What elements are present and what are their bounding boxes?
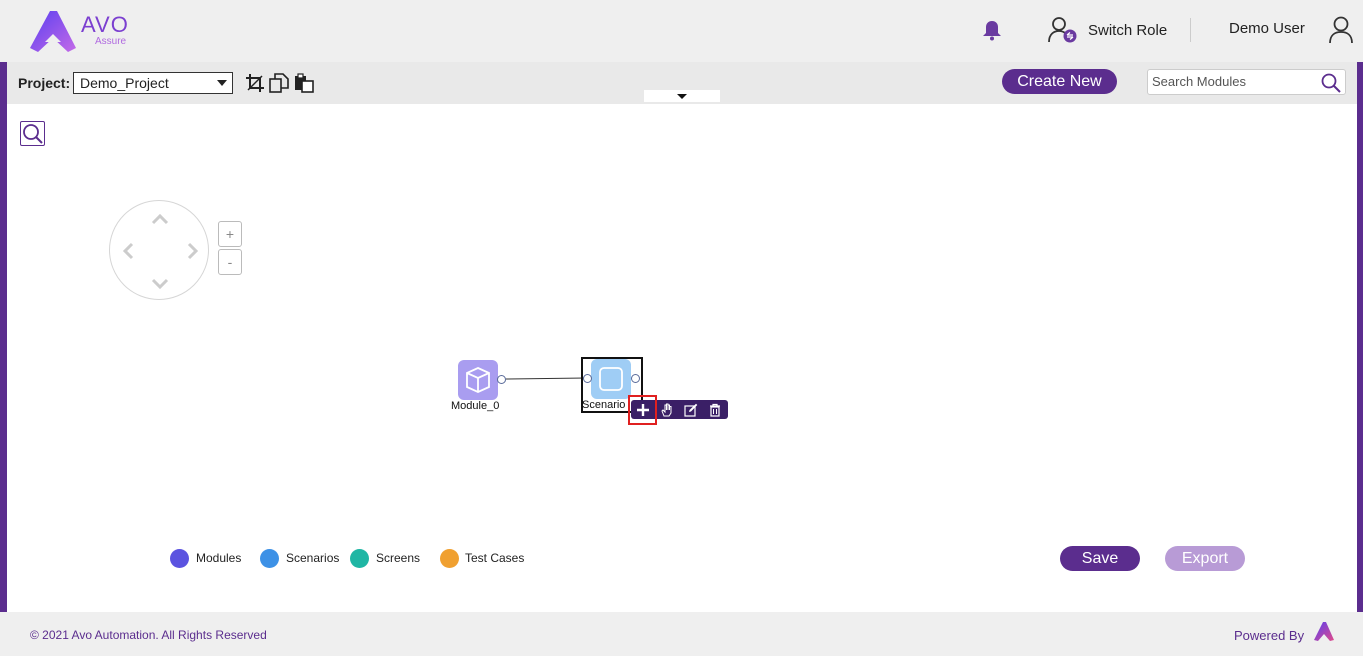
module-link-handle[interactable]: [497, 375, 506, 384]
create-new-button[interactable]: Create New: [1002, 69, 1117, 94]
switch-role-label: Switch Role: [1088, 21, 1168, 39]
zoom-in-button[interactable]: +: [218, 221, 242, 247]
copyright-text: © 2021 Avo Automation. All Rights Reserv…: [30, 628, 267, 642]
toolbar: Project: Demo_Project Create New Search …: [7, 62, 1357, 104]
user-name[interactable]: Demo User: [1229, 20, 1305, 37]
testcases-legend-dot: [440, 548, 459, 568]
export-button[interactable]: Export: [1165, 546, 1245, 571]
legend-item-scenarios: Scenarios: [260, 548, 339, 568]
chevron-down-icon: [217, 80, 227, 86]
legend-label: Screens: [376, 551, 421, 565]
trash-icon: [710, 403, 720, 417]
powered-by-text: Powered By: [1234, 628, 1305, 643]
plus-icon: [637, 403, 649, 416]
left-expand-arrow-icon[interactable]: [0, 344, 6, 356]
pan-control[interactable]: [109, 200, 209, 300]
copy-icon[interactable]: [269, 73, 289, 93]
screens-legend-dot: [350, 548, 369, 568]
switch-role-button[interactable]: Switch Role: [1048, 16, 1167, 44]
right-panel-strip[interactable]: [1357, 62, 1363, 612]
avo-small-logo-icon: [1314, 622, 1334, 641]
add-child-highlight: [628, 395, 657, 425]
notification-bell-icon[interactable]: [980, 18, 1004, 42]
crop-icon[interactable]: [245, 73, 265, 93]
legend-label: Scenarios: [286, 551, 340, 565]
scenario-link-handle-left[interactable]: [583, 374, 592, 383]
scenarios-legend-dot: [260, 548, 279, 568]
drag-node-button[interactable]: [657, 400, 677, 419]
search-icon[interactable]: [1321, 73, 1341, 93]
right-expand-arrow-icon[interactable]: [1357, 344, 1363, 356]
search-modules-input[interactable]: Search Modules: [1147, 69, 1346, 95]
legend-item-testcases: Test Cases: [440, 548, 524, 568]
collapse-toolbar-tab[interactable]: [644, 90, 720, 102]
delete-node-button[interactable]: [705, 400, 725, 419]
legend-item-modules: Modules: [170, 548, 241, 568]
left-panel-strip[interactable]: [0, 62, 7, 612]
hand-drag-icon: [661, 403, 672, 416]
pan-arrows-icon[interactable]: [110, 201, 210, 301]
search-icon: [23, 124, 43, 144]
top-bar: AVO Assure Switch Role Demo User: [0, 0, 1363, 62]
scenario-node[interactable]: [591, 359, 631, 399]
scenario-square-icon: [599, 367, 623, 391]
add-child-button[interactable]: [633, 400, 653, 419]
logo-subtext: Assure: [95, 36, 127, 47]
legend-label: Modules: [196, 551, 242, 565]
edit-icon: [684, 403, 698, 417]
modules-legend-dot: [170, 548, 189, 568]
paste-icon[interactable]: [294, 73, 314, 93]
switch-role-icon: [1048, 17, 1077, 43]
logo-text: AVO: [81, 12, 129, 37]
legend-item-screens: Screens: [350, 548, 420, 568]
scenario-node-label: Scenario: [582, 399, 626, 411]
legend-label: Test Cases: [465, 551, 525, 565]
avo-logo-icon[interactable]: [28, 8, 138, 54]
module-cube-icon: [466, 367, 490, 393]
module-node-label: Module_0: [451, 400, 500, 412]
project-label: Project:: [18, 75, 71, 91]
user-profile-icon[interactable]: [1328, 16, 1354, 44]
selection-box: [581, 357, 643, 413]
zoom-out-button[interactable]: -: [218, 249, 242, 275]
footer: © 2021 Avo Automation. All Rights Reserv…: [0, 612, 1363, 656]
save-button[interactable]: Save: [1060, 546, 1140, 571]
node-links: [505, 377, 587, 380]
mindmap-canvas[interactable]: + - Module_0 Scenario: [7, 104, 1357, 612]
scenario-link-handle-right[interactable]: [631, 374, 640, 383]
edit-node-button[interactable]: [681, 400, 701, 419]
module-node[interactable]: [458, 360, 498, 400]
project-select[interactable]: Demo_Project: [73, 72, 233, 94]
canvas-search-button[interactable]: [20, 121, 45, 146]
search-modules-placeholder: Search Modules: [1152, 74, 1246, 89]
project-select-value: Demo_Project: [80, 75, 169, 91]
header-divider: [1190, 18, 1191, 42]
caret-down-icon: [677, 94, 687, 99]
